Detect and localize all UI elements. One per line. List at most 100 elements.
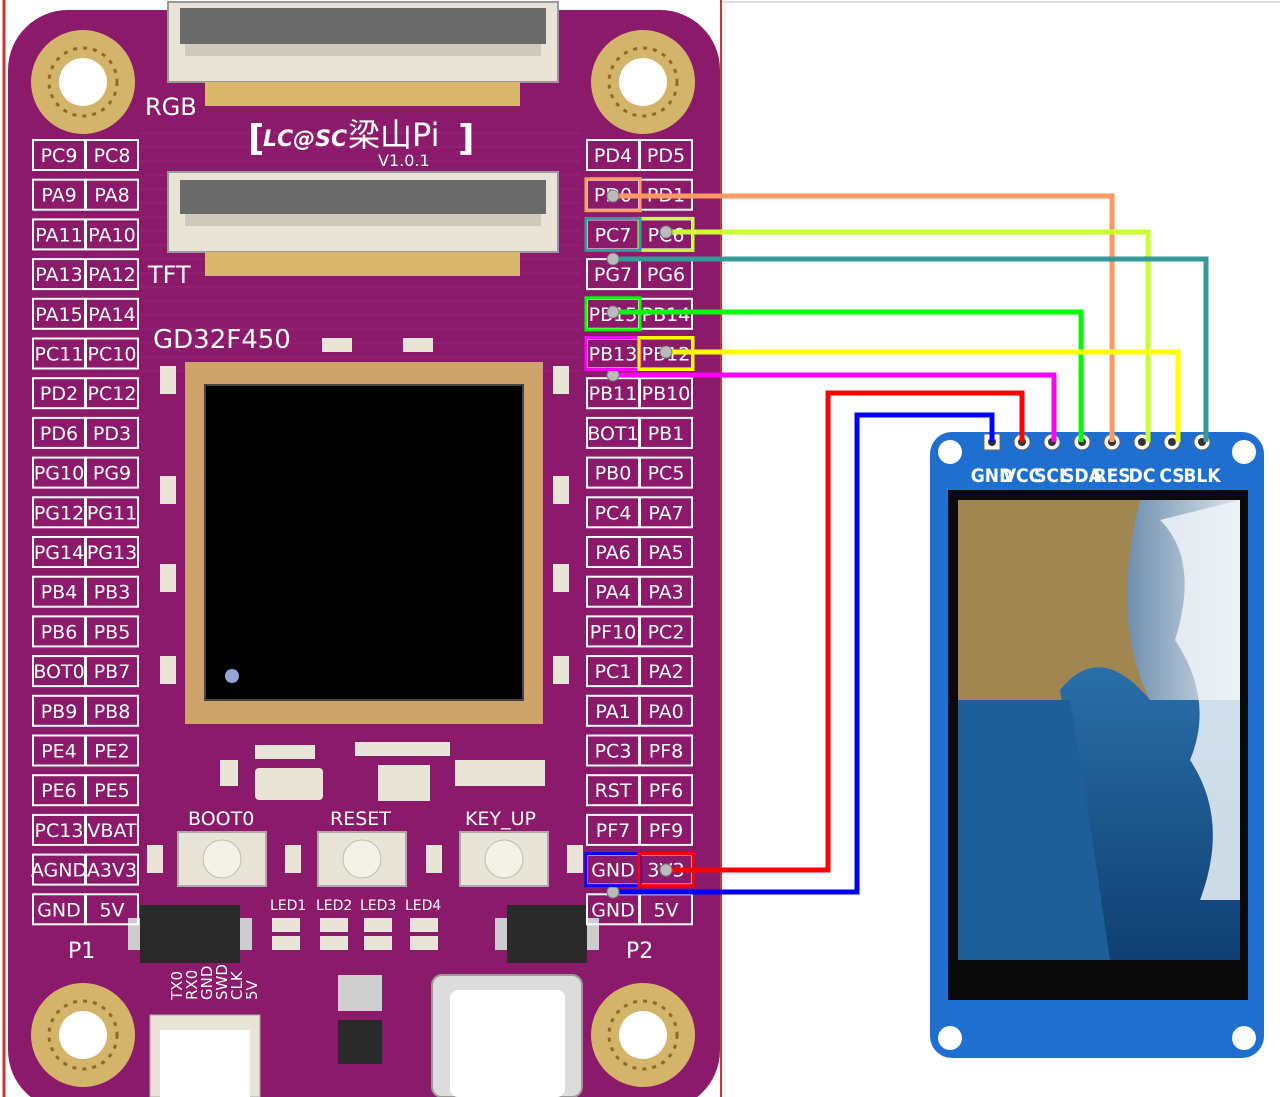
pin-label: PC10: [88, 344, 137, 366]
pin-label: 5V: [99, 899, 124, 921]
pin-label: PA2: [648, 661, 683, 683]
pin-label: PC4: [595, 502, 632, 524]
dev-board: RGB [ LC@SC 梁山Pi ] V1.0.1 TFT GD32F450: [8, 1, 720, 1097]
pin-label: PB11: [589, 383, 638, 405]
pin-label: PB5: [94, 621, 131, 643]
debug-gnd: GND: [198, 966, 216, 1000]
pin-label: PC12: [88, 383, 137, 405]
left-pin-vbat: VBAT: [85, 813, 139, 846]
debug-tx0: TX0: [168, 971, 186, 1001]
lcd-hole-tr: [1232, 440, 1256, 464]
pin-label: PD3: [93, 423, 131, 445]
right-pin-pa3: PA3: [639, 575, 693, 608]
lcd-pin-dc: [1133, 433, 1151, 451]
left-pin-bot0: BOT0: [32, 655, 86, 688]
pin-label: PF6: [649, 780, 683, 802]
pin-label: PA12: [88, 264, 135, 286]
pin-label: PF8: [649, 741, 683, 763]
lcd-label-gnd: GND: [971, 465, 1014, 487]
pin-label: PC5: [648, 463, 685, 485]
reset-label: RESET: [330, 808, 391, 830]
pin-label: PA11: [35, 224, 82, 246]
brand-text: LC@SC: [263, 127, 347, 152]
pin-label: PA14: [88, 304, 135, 326]
pin-label: PG14: [34, 542, 84, 564]
pin-label: GND: [591, 899, 635, 921]
right-pin-pa5: PA5: [639, 536, 693, 568]
left-pin-pa13: PA13: [32, 258, 86, 291]
lcd-hole-bl: [938, 1026, 962, 1050]
pin-label: PB0: [595, 463, 632, 485]
pin-label: PA13: [35, 264, 82, 286]
pin-label: PA3: [648, 582, 683, 604]
lcd-hole-tl: [938, 440, 962, 464]
right-pin-rst: RST: [586, 774, 640, 807]
debug-rx0: RX0: [183, 970, 201, 1000]
pin-label: PA15: [35, 304, 82, 326]
left-pin-pc10: PC10: [85, 337, 139, 370]
mount-hole-top-left: [31, 30, 135, 134]
p2-label: P2: [626, 939, 653, 964]
left-pin-pc13: PC13: [32, 813, 86, 846]
pin-label: PA8: [94, 185, 129, 207]
right-pin-pf8: PF8: [639, 734, 693, 767]
right-pin-pa7: PA7: [639, 496, 693, 529]
lcd-label-dc: DC: [1129, 465, 1156, 487]
pin-label: PC13: [35, 820, 84, 842]
pin-label: PB7: [94, 661, 131, 683]
left-pin-pa10: PA10: [85, 218, 139, 251]
pin-label: AGND: [31, 860, 87, 882]
lcd-label-cs: CS: [1159, 465, 1184, 487]
led1-label: LED1: [270, 898, 306, 914]
left-pin-pb7: PB7: [85, 655, 139, 688]
left-pin-pg12: PG12: [32, 496, 86, 529]
pin-label: PA6: [595, 542, 630, 564]
right-pin-pa2: PA2: [639, 655, 693, 688]
logo-bracket-left: [: [248, 118, 264, 159]
lcd-label-scl: SCL: [1034, 465, 1070, 487]
left-pin-pa15: PA15: [32, 297, 86, 330]
wire-3v3-to-vcc: [637, 390, 1025, 888]
left-pin-pe2: PE2: [85, 734, 139, 767]
pin-label: PD5: [647, 145, 685, 167]
left-pin-pg11: PG11: [85, 496, 139, 529]
right-pin-pc3: PC3: [586, 734, 640, 767]
left-pin-pa8: PA8: [85, 178, 139, 211]
left-pin-a3v3: A3V3: [85, 853, 139, 886]
lcd-label-blk: BLK: [1183, 465, 1221, 487]
board-name: 梁山Pi: [348, 116, 440, 154]
tft-connector: [167, 171, 559, 276]
right-pin-pb13: PB13: [586, 337, 640, 370]
pin-label: PB14: [642, 304, 691, 326]
pin-label: PC2: [648, 621, 685, 643]
left-pin-pc11: PC11: [32, 337, 86, 370]
pin-label: PA10: [88, 224, 135, 246]
smd-components: [147, 338, 583, 873]
right-pin-pd4: PD4: [586, 139, 640, 171]
left-pin-agnd: AGND: [31, 853, 87, 886]
pin-label: PF7: [596, 820, 630, 842]
left-pin-pb4: PB4: [32, 575, 86, 608]
pin-label: PD4: [594, 145, 632, 167]
lcd-label-res: RES: [1093, 465, 1130, 487]
pin-label: PG12: [34, 502, 84, 524]
right-pin-pc4: PC4: [586, 496, 640, 529]
debug-swd: SWD: [213, 964, 231, 1000]
pin-label: PF9: [649, 820, 683, 842]
pin-label: PC1: [595, 661, 632, 683]
right-pin-pb0: PB0: [586, 456, 640, 489]
connection-wires: [584, 177, 1209, 899]
pin-label: PD6: [40, 423, 78, 445]
wire-pb15-to-sda: [584, 296, 1084, 442]
pin-label: PE5: [94, 780, 130, 802]
debug-header: [149, 1014, 261, 1097]
pin-label: PA5: [648, 542, 683, 564]
pin-label: RST: [595, 780, 632, 802]
right-pin-pc5: PC5: [639, 456, 693, 489]
right-pin-pc7: PC7: [586, 218, 640, 251]
pin-label: PA9: [41, 185, 76, 207]
pin-label: PB1: [648, 423, 685, 445]
right-pin-pf6: PF6: [639, 774, 693, 807]
